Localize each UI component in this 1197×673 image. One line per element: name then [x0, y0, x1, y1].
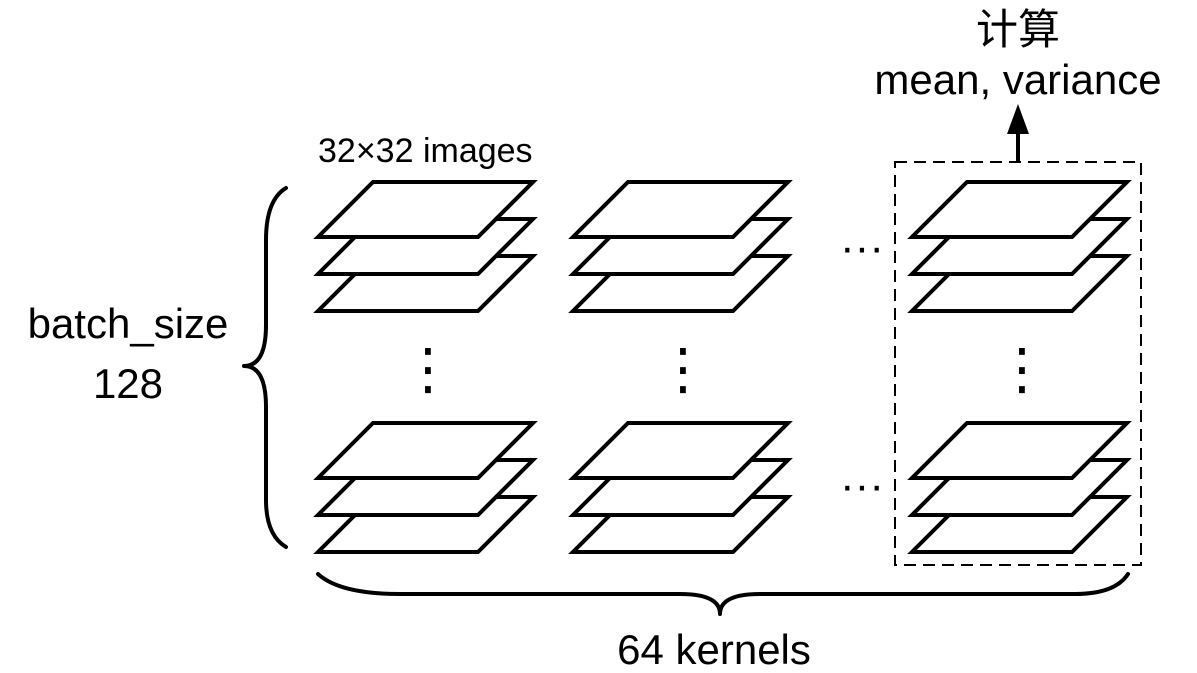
batch-brace	[242, 186, 288, 549]
image-sheet	[907, 180, 1132, 239]
selected-kernel-box	[894, 161, 1142, 566]
image-sheet	[568, 180, 793, 239]
ellipsis-vertical-col2: ⋮	[655, 337, 711, 400]
ellipsis-horizontal-top: ···	[840, 223, 884, 272]
mean-variance-label: mean, variance	[874, 56, 1161, 103]
up-arrow	[1007, 104, 1029, 162]
batch-size-value: 128	[93, 360, 163, 407]
image-sheet	[313, 180, 538, 239]
ellipsis-vertical-col1: ⋮	[400, 337, 456, 400]
compute-label: 计算	[976, 6, 1060, 53]
batch-size-label: batch_size	[28, 300, 229, 347]
image-sheet	[907, 421, 1132, 480]
ellipsis-vertical-col3: ⋮	[994, 337, 1050, 400]
image-sheet	[313, 421, 538, 480]
image-stacks	[313, 180, 1132, 554]
kernels-brace	[316, 572, 1130, 616]
kernels-label: 64 kernels	[617, 626, 811, 673]
ellipsis-horizontal-bottom: ···	[840, 461, 884, 510]
image-sheet	[568, 421, 793, 480]
image-size-label: 32×32 images	[318, 132, 533, 170]
